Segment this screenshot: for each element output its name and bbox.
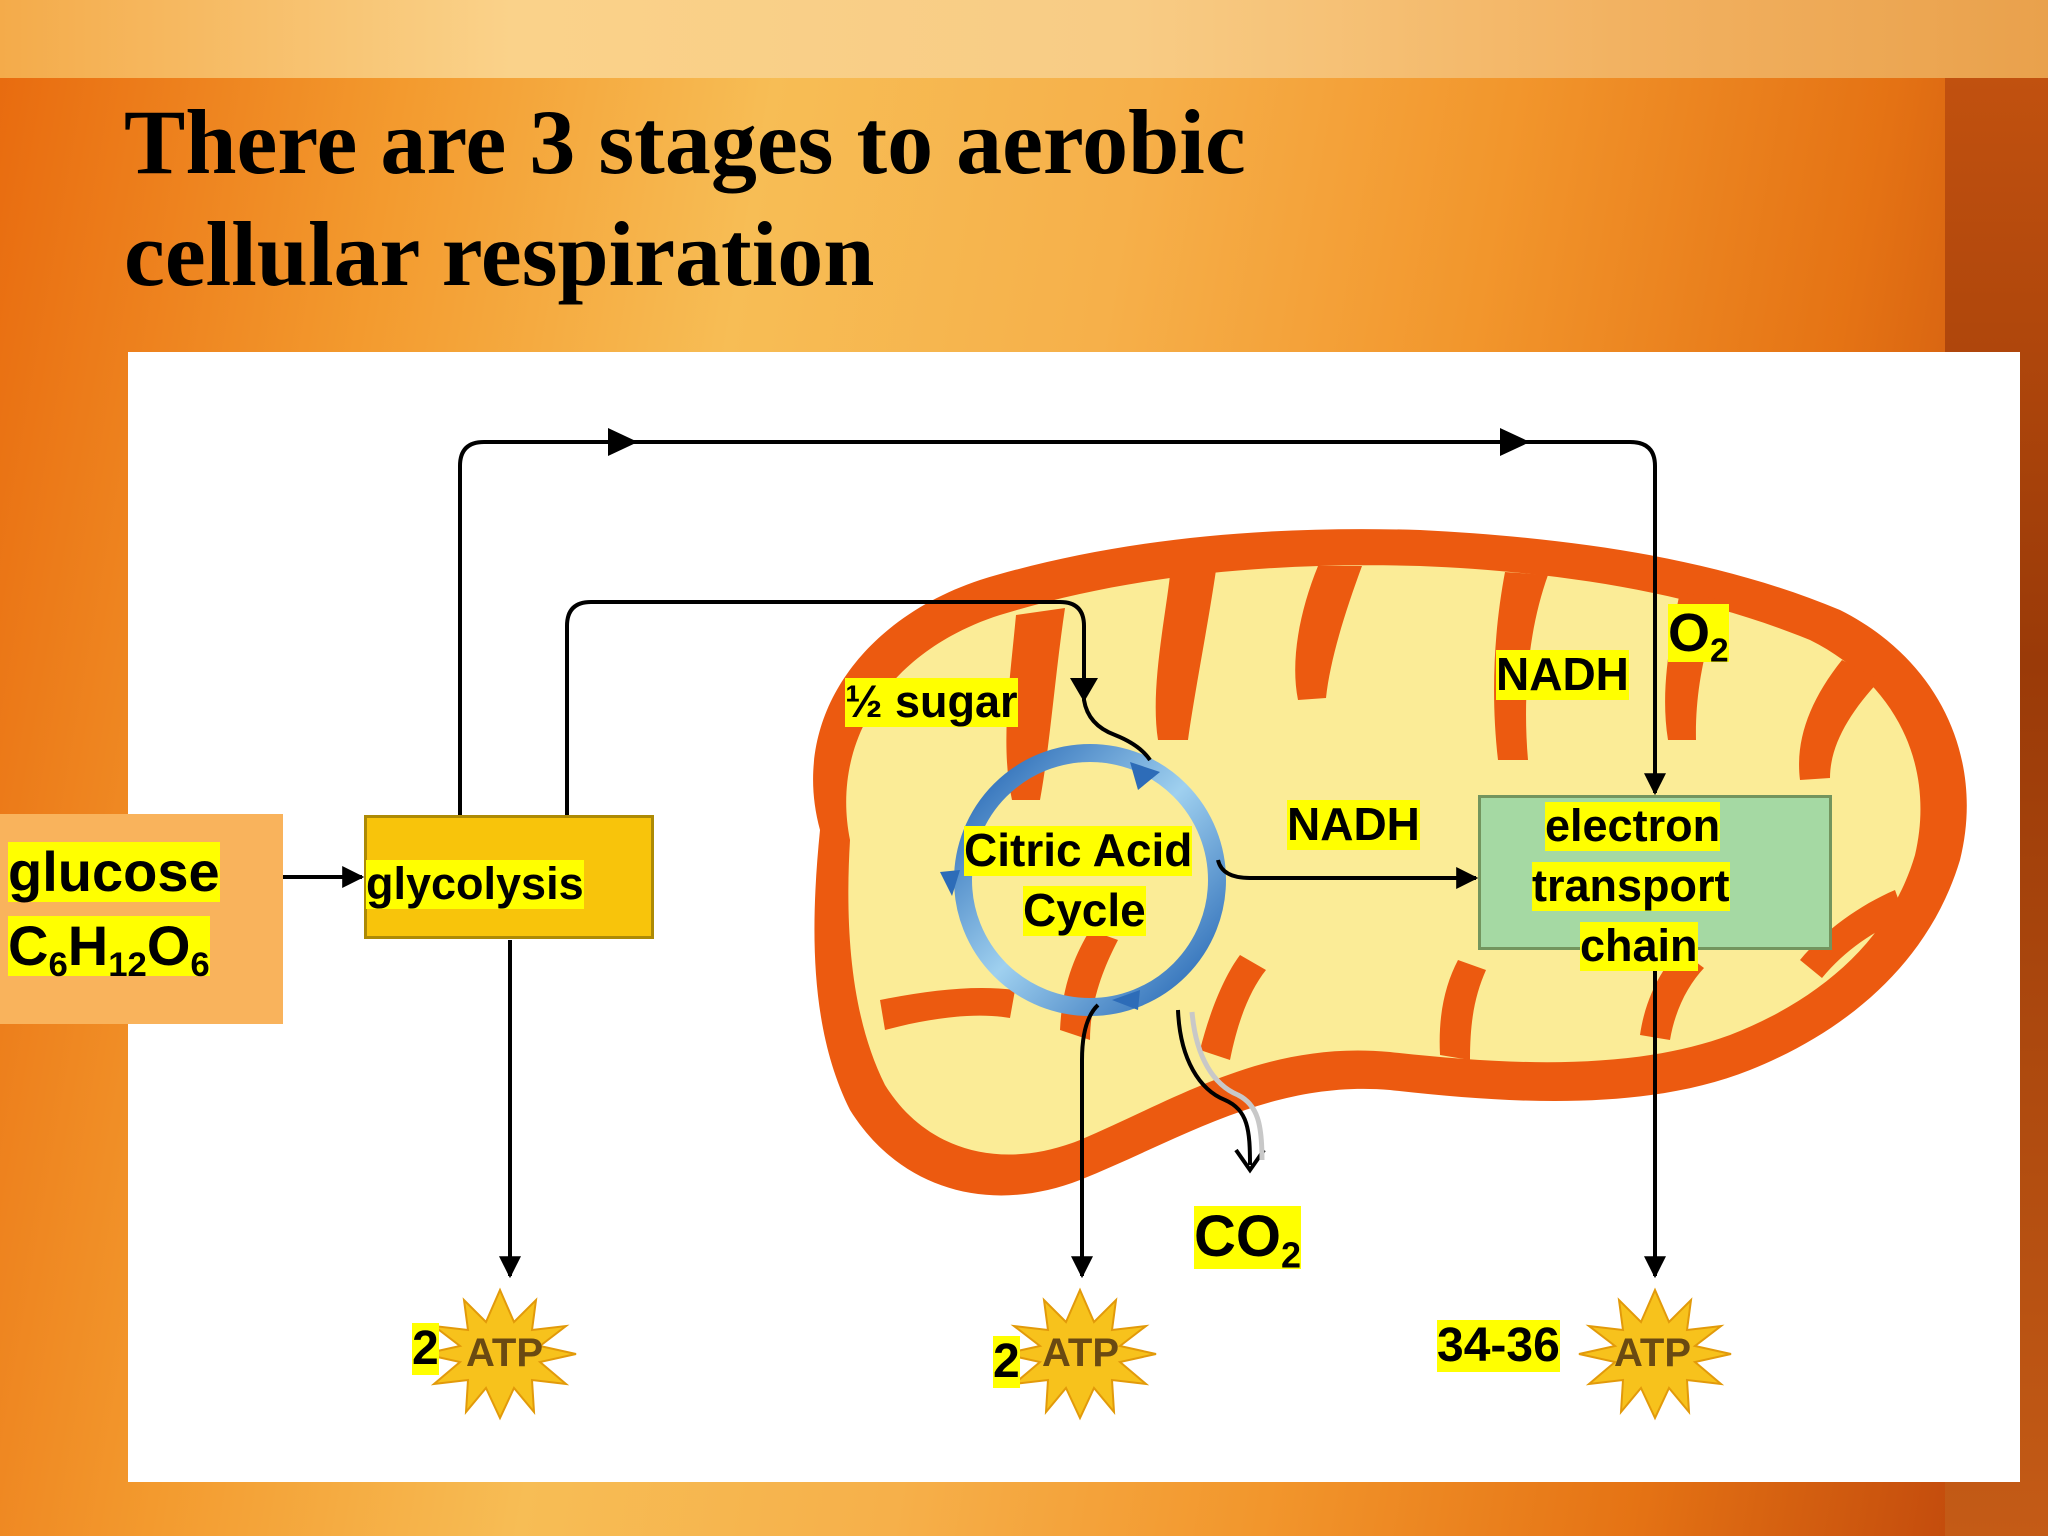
oxygen-symbol: O — [1668, 603, 1711, 663]
slide-top-band — [0, 0, 2048, 78]
nadh-label-top: NADH — [1496, 648, 1629, 700]
glycolysis-label: glycolysis — [366, 858, 584, 909]
formula-hydrogen: H — [67, 914, 109, 977]
arrow-cycle-nadh-to-etc — [1216, 859, 1479, 889]
glucose-formula: C6H12O6 — [8, 914, 210, 982]
arrow-glycolysis-to-citric-cycle — [565, 600, 1152, 815]
arrow-glycolysis-nadh-to-etc — [458, 440, 1666, 815]
cristae — [880, 566, 1905, 1060]
formula-hydrogen-count: 12 — [108, 946, 147, 985]
atp-burst-etc — [1578, 1287, 1732, 1421]
glucose-label: glucose — [8, 840, 220, 903]
atp-burst-citric-cycle — [1003, 1287, 1157, 1421]
arrow-cycle-to-atp — [1071, 1003, 1100, 1279]
slide-title-line-2: cellular respiration — [124, 203, 875, 305]
co2-arrowhead — [1234, 1148, 1266, 1174]
half-sugar-label: ½ sugar — [845, 676, 1018, 727]
top-arrow-chevron-right — [1500, 428, 1530, 456]
co2-label: CO2 — [1194, 1204, 1301, 1273]
arrow-cycle-to-co2 — [1176, 1009, 1252, 1166]
citric-acid-label-line-1: Citric Acid — [964, 824, 1193, 876]
co2-arrow-shadow — [1189, 1011, 1265, 1161]
atp-count-etc: 34-36 — [1437, 1319, 1560, 1372]
atp-word-glycolysis: ATP — [466, 1331, 544, 1375]
half-sugar-arrow-chevron — [1070, 678, 1098, 702]
oxygen-label: O2 — [1668, 603, 1729, 668]
oxygen-subscript: 2 — [1710, 632, 1729, 670]
atp-count-glycolysis: 2 — [412, 1322, 439, 1375]
atp-word-etc: ATP — [1614, 1331, 1692, 1375]
formula-carbon-count: 6 — [48, 946, 68, 985]
top-arrow-chevron-left — [608, 428, 638, 456]
formula-oxygen: O — [146, 914, 191, 977]
citric-acid-cycle-ring — [940, 744, 1226, 1016]
etc-label-line-3: chain — [1580, 920, 1698, 971]
co2-symbol: CO — [1194, 1204, 1281, 1269]
co2-subscript: 2 — [1281, 1234, 1301, 1276]
flow-arrows — [283, 440, 1666, 1279]
citric-acid-label-line-2: Cycle — [1023, 884, 1146, 936]
atp-word-citric-cycle: ATP — [1042, 1331, 1120, 1375]
atp-count-citric-cycle: 2 — [993, 1335, 1020, 1388]
formula-oxygen-count: 6 — [190, 946, 210, 985]
etc-label-line-1: electron — [1545, 800, 1721, 851]
etc-label-line-2: transport — [1532, 860, 1730, 911]
nadh-label-middle: NADH — [1287, 798, 1420, 850]
slide-title-line-1: There are 3 stages to aerobic — [124, 91, 1246, 193]
formula-carbon: C — [8, 914, 49, 977]
slide-title: There are 3 stages to aerobic cellular r… — [124, 86, 1624, 310]
